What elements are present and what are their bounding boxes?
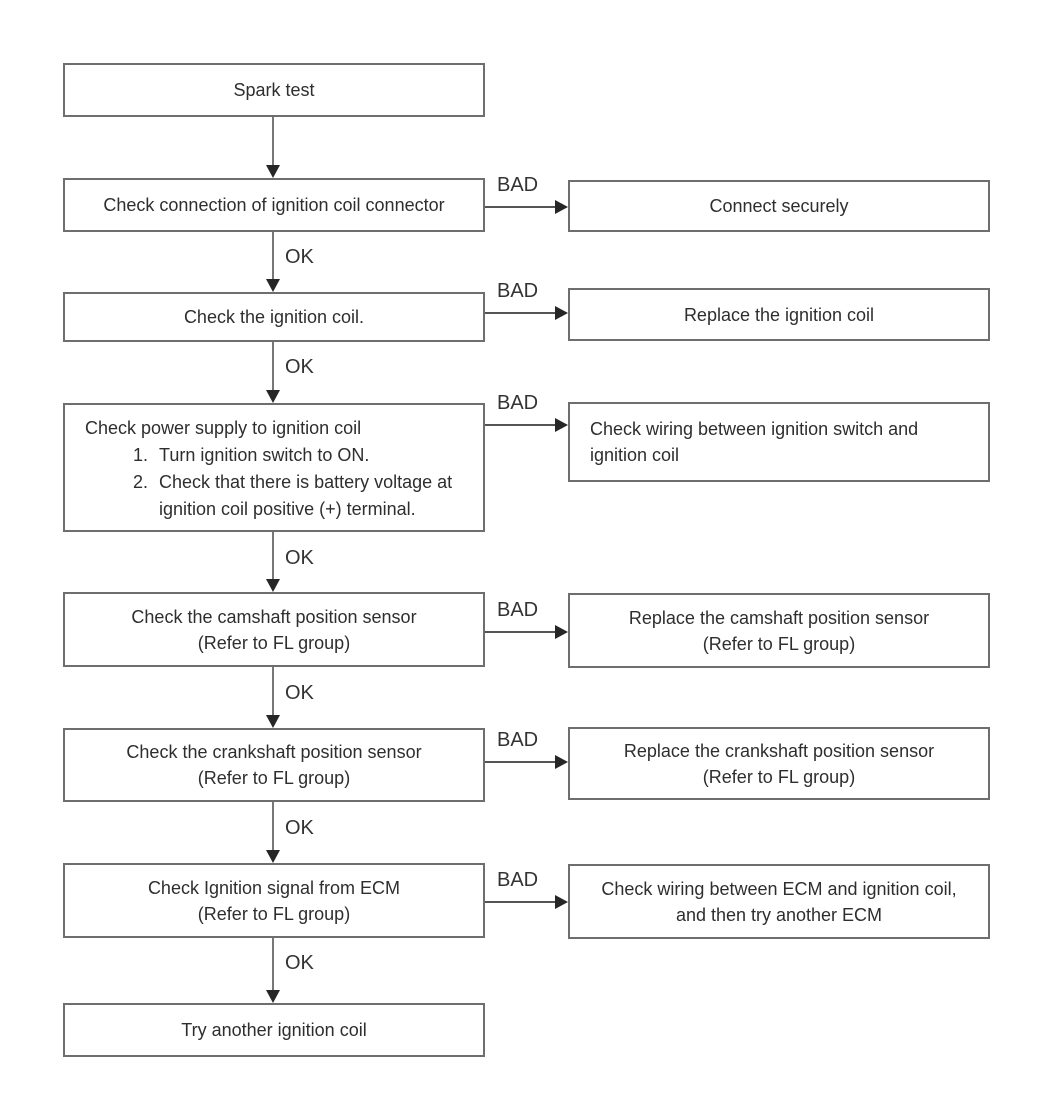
connector-bad-wiring-switch [485,424,555,426]
connector-camshaft-to-crankshaft [272,667,274,715]
power-supply-step-1-text: Turn ignition switch to ON. [159,445,370,465]
node-replace-ignition-coil-label: Replace the ignition coil [683,304,875,325]
power-supply-step-2-text: Check that there is battery voltage at [159,472,453,492]
arrow-right-icon [555,895,568,909]
connector-bad-replace-camshaft [485,631,555,633]
node-replace-crankshaft-line-2: (Refer to FL group) [702,766,856,787]
arrow-down-icon [266,390,280,403]
ok-label: OK [285,356,314,378]
node-check-wiring-switch-line-2: ignition coil [590,445,680,465]
ok-label: OK [285,246,314,268]
node-check-wiring-ecm: Check wiring between ECM and ignition co… [568,864,990,939]
ok-label: OK [285,952,314,974]
node-connect-securely-label: Connect securely [709,196,849,216]
arrow-right-icon [555,200,568,214]
power-supply-step-2-number: 2. [133,472,149,492]
node-check-ecm-signal: Check Ignition signal from ECM (Refer to… [63,863,485,938]
node-replace-camshaft-line-1: Replace the camshaft position sensor [628,607,930,628]
connector-power-to-camshaft [272,532,274,579]
connector-bad-connect-securely [485,206,555,208]
node-replace-camshaft-sensor: Replace the camshaft position sensor (Re… [568,593,990,668]
arrow-right-icon [555,625,568,639]
bad-label: BAD [497,392,539,414]
power-supply-step-2: 2. Check that there is battery voltage at [85,469,475,496]
node-check-ignition-coil-label: Check the ignition coil. [183,307,365,327]
node-check-wiring-switch-line-1: Check wiring between ignition switch and [590,419,919,439]
bad-label: BAD [497,174,539,196]
node-spark-test-label: Spark test [233,80,315,100]
arrow-right-icon [555,418,568,432]
connector-bad-replace-crankshaft [485,761,555,763]
bad-label: BAD [497,599,539,621]
node-check-camshaft-line-1: Check the camshaft position sensor [131,606,417,627]
ok-label: OK [285,547,314,569]
node-try-another-coil: Try another ignition coil [63,1003,485,1057]
node-check-camshaft-sensor: Check the camshaft position sensor (Refe… [63,592,485,667]
node-connect-securely: Connect securely [568,180,990,232]
arrow-right-icon [555,306,568,320]
connector-crankshaft-to-ecm [272,802,274,850]
node-check-wiring-ecm-line-1: Check wiring between ECM and ignition co… [601,878,957,899]
node-check-ignition-coil: Check the ignition coil. [63,292,485,342]
arrow-down-icon [266,715,280,728]
connector-bad-wiring-ecm [485,901,555,903]
node-spark-test: Spark test [63,63,485,117]
node-replace-ignition-coil: Replace the ignition coil [568,288,990,341]
ok-label: OK [285,817,314,839]
power-supply-step-1-number: 1. [133,445,149,465]
node-check-connection: Check connection of ignition coil connec… [63,178,485,232]
node-check-power-supply: Check power supply to ignition coil 1. Tu… [63,403,485,532]
arrow-down-icon [266,165,280,178]
power-supply-title: Check power supply to ignition coil [85,418,362,438]
node-try-another-coil-label: Try another ignition coil [181,1020,367,1040]
node-check-connection-label: Check connection of ignition coil connec… [103,195,445,215]
connector-connection-to-coil [272,232,274,279]
node-check-ecm-line-2: (Refer to FL group) [197,903,351,924]
node-check-wiring-ecm-line-2: and then try another ECM [675,904,883,925]
power-supply-step-2-continuation: ignition coil positive (+) terminal. [159,499,416,519]
connector-coil-to-power [272,342,274,390]
power-supply-step-1: 1. Turn ignition switch to ON. [85,442,475,469]
node-replace-camshaft-line-2: (Refer to FL group) [702,633,856,654]
arrow-down-icon [266,850,280,863]
connector-spark-to-connection [272,117,274,165]
bad-label: BAD [497,280,539,302]
node-replace-crankshaft-line-1: Replace the crankshaft position sensor [623,740,935,761]
arrow-right-icon [555,755,568,769]
node-check-ecm-line-1: Check Ignition signal from ECM [147,877,401,898]
node-check-crankshaft-line-2: (Refer to FL group) [197,768,351,788]
arrow-down-icon [266,579,280,592]
ok-label: OK [285,682,314,704]
connector-bad-replace-coil [485,312,555,314]
node-check-wiring-ignition-switch: Check wiring between ignition switch and… [568,402,990,482]
node-check-camshaft-line-2: (Refer to FL group) [197,632,351,653]
arrow-down-icon [266,990,280,1003]
node-check-crankshaft-line-1: Check the crankshaft position sensor [126,742,422,762]
node-check-crankshaft-sensor: Check the crankshaft position sensor (Re… [63,728,485,802]
node-replace-crankshaft-sensor: Replace the crankshaft position sensor (… [568,727,990,800]
bad-label: BAD [497,869,539,891]
connector-ecm-to-try-coil [272,938,274,990]
bad-label: BAD [497,729,539,751]
arrow-down-icon [266,279,280,292]
